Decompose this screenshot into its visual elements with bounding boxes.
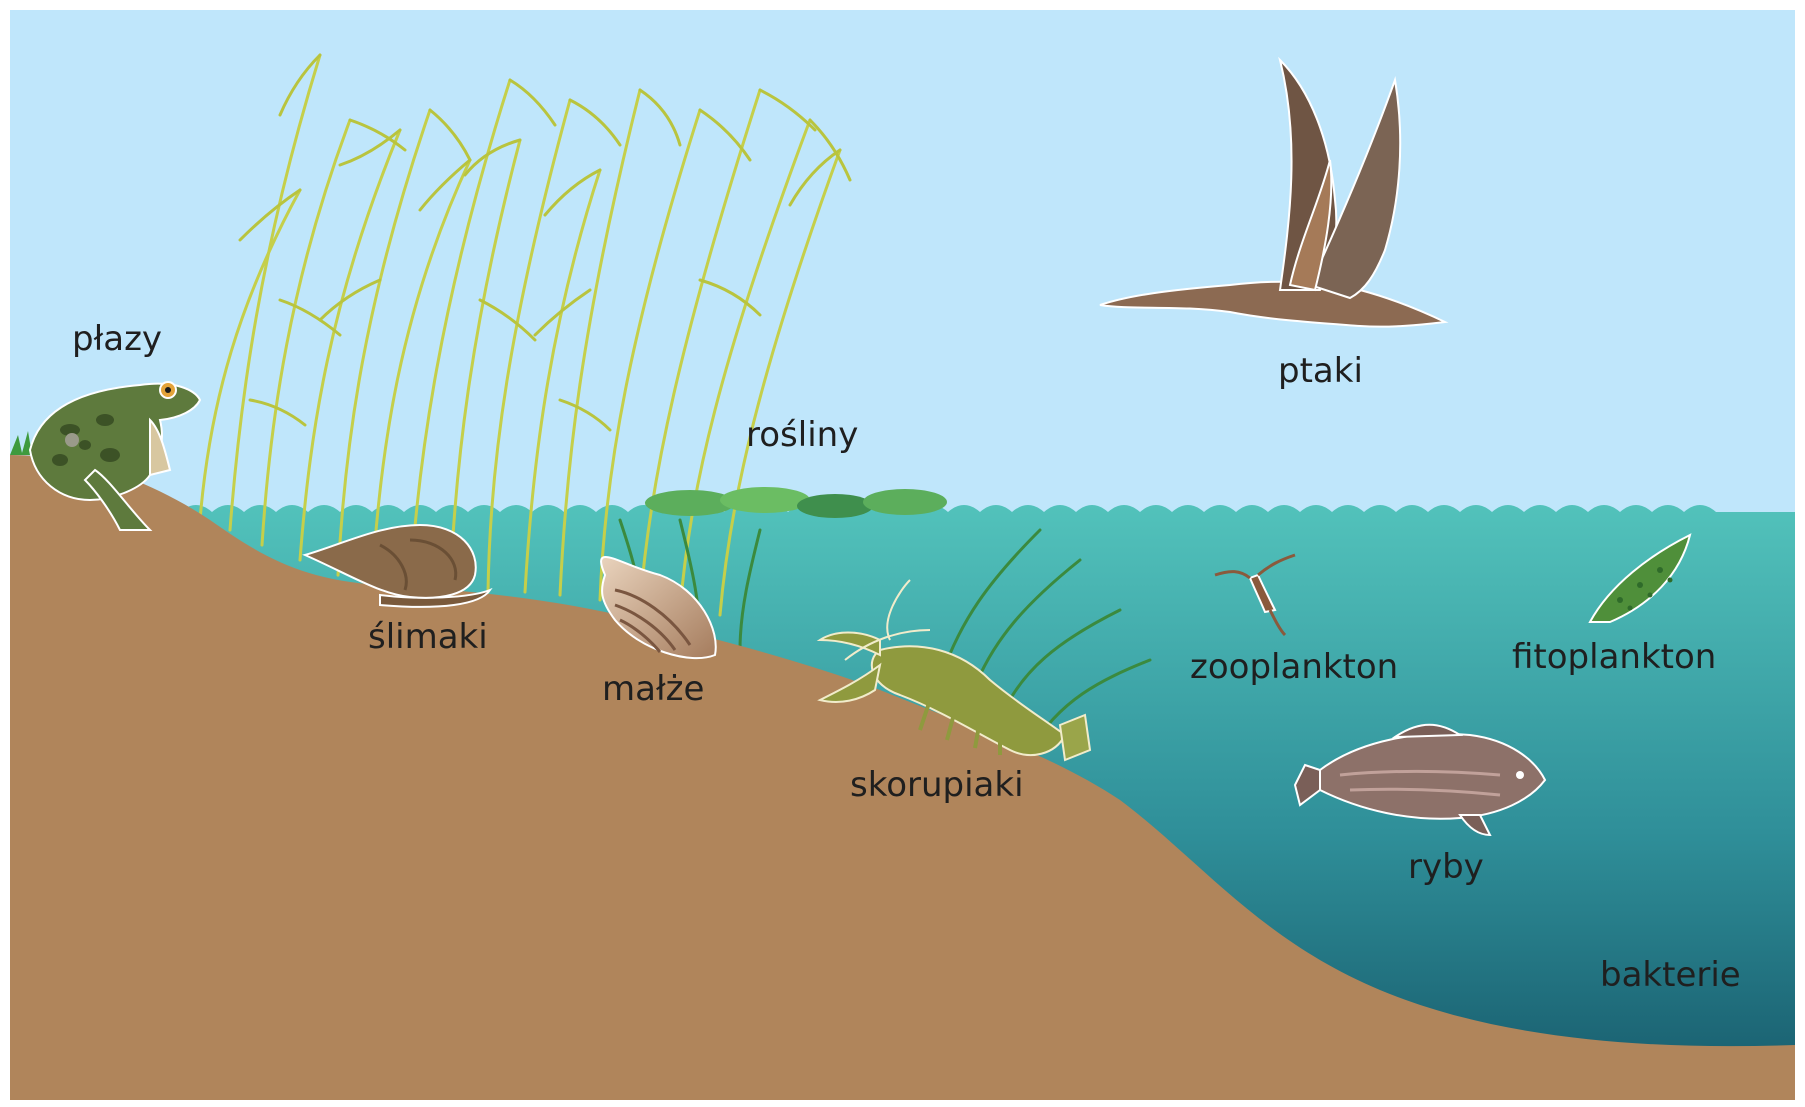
- label-snails: ślimaki: [368, 620, 488, 654]
- label-mussels: małże: [602, 672, 704, 706]
- label-crustaceans: skorupiaki: [850, 768, 1024, 802]
- label-bacteria: bakterie: [1600, 958, 1741, 992]
- label-phytoplankton: fitoplankton: [1512, 640, 1716, 674]
- label-amphibians: płazy: [72, 322, 162, 356]
- label-birds: ptaki: [1278, 354, 1363, 388]
- label-fish: ryby: [1408, 850, 1484, 884]
- label-plants: rośliny: [746, 418, 858, 452]
- label-zooplankton: zooplankton: [1190, 650, 1398, 684]
